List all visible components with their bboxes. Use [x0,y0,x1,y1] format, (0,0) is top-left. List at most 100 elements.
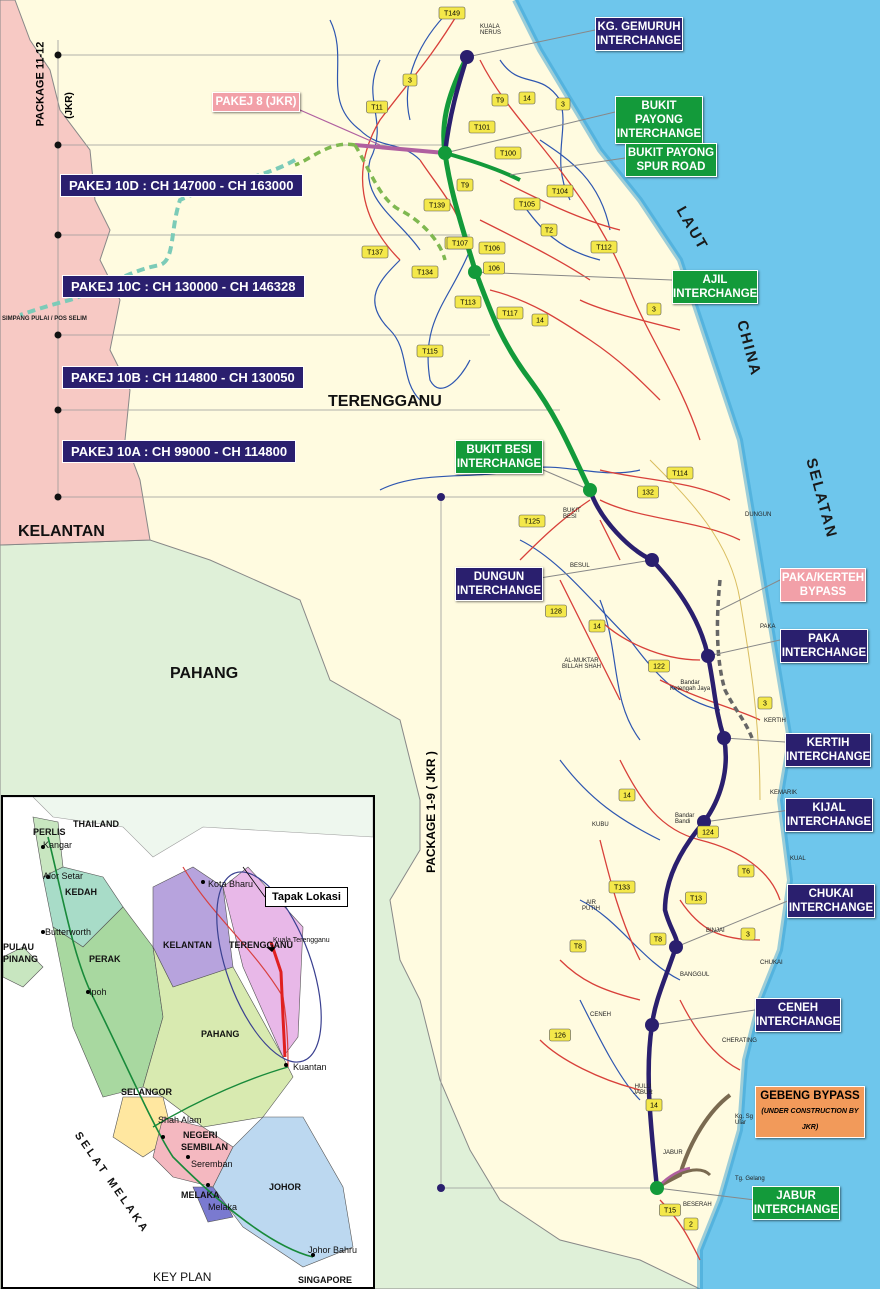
road-shield: 14 [618,788,636,802]
place-kubu: KUBU [592,822,609,828]
gebeng-bypass-title: GEBENG BYPASS [760,1090,860,1102]
kg-gemuruh-interchange: KG. GEMURUH INTERCHANGE [595,17,683,51]
road-shield: T104 [546,184,574,198]
road-shield: 106 [483,261,505,275]
road-shield: T139 [423,198,451,212]
road-shield: T100 [494,146,522,160]
place-ceneh: CENEH [590,1012,612,1018]
road-shield-label: T100 [500,151,516,158]
kp-melaka: MELAKA [181,1190,220,1200]
road-shield: T134 [411,265,439,279]
road-shield: T13 [685,891,707,905]
bukit-payong-spur-road: BUKIT PAYONG SPUR ROAD [625,143,717,177]
road-shield-label: 3 [561,102,565,109]
road-shield-label: T11 [371,105,383,112]
road-shield: T9 [456,178,474,192]
place-chukai: CHUKAI [760,960,783,966]
road-shield: 14 [645,1098,663,1112]
road-shield-label: T112 [596,245,612,252]
road-shield-label: T139 [429,203,445,210]
sea-area [515,0,880,1289]
kp-pinang: PINANG [3,954,39,964]
road-shield-label: 126 [554,1033,566,1040]
place-beserah: BESERAH [683,1202,712,1208]
place-kuala-nerus: KUALA NERUS [480,24,502,36]
road-shield: 124 [697,825,719,839]
road-shield-label: T6 [742,869,750,876]
road-shield: T115 [416,344,444,358]
kp-kangar: Kangar [43,840,73,850]
road-shield: 3 [740,927,756,941]
road-shield-label: T13 [690,896,702,903]
paka-interchange: PAKA INTERCHANGE [780,629,868,663]
road-shield: T15 [659,1203,681,1217]
key-plan-inset: THAILAND PERLIS Kangar Alor Setar KEDAH … [1,795,375,1289]
road-shield-label: T9 [461,183,469,190]
road-shield-label: T125 [524,519,540,526]
place-sg-ular: Kg. Sg Ular [735,1114,754,1126]
road-shield: 128 [545,604,567,618]
kp-butterworth: Butterworth [45,927,92,937]
green-dashed-route [294,142,447,261]
road-shield-label: T107 [452,241,468,248]
kp-thailand: THAILAND [73,819,119,829]
kp-perlis: PERLIS [33,827,66,837]
local-roads [361,9,781,1261]
key-plan-map [3,797,373,1287]
kp-negeri: NEGERI [183,1130,218,1140]
dungun-interchange: DUNGUN INTERCHANGE [455,567,543,601]
place-jabur: JABUR [663,1150,683,1156]
kp-perak: PERAK [89,954,121,964]
road-shield-label: T137 [367,250,383,257]
road-shield: T9 [491,93,509,107]
package-11-12-label: PACKAGE 11-12 [34,41,47,127]
road-shield-label: 3 [408,78,412,85]
kp-kuantan: Kuantan [293,1062,327,1072]
road-shield-label: T149 [444,11,460,18]
road-shield: T105 [513,197,541,211]
chukai-interchange: CHUKAI INTERCHANGE [787,884,875,918]
kp-ipoh: Ipoh [89,987,107,997]
road-shield-label: T105 [519,202,535,209]
road-shield: T149 [438,6,466,20]
road-shield-label: 2 [689,1222,693,1229]
gebeng-bypass: GEBENG BYPASS(UNDER CONSTRUCTION BY JKR) [755,1086,865,1138]
road-shield-label: 3 [746,932,750,939]
road-shield-label: T104 [552,189,568,196]
bukit-besi-interchange: BUKIT BESI INTERCHANGE [455,440,543,474]
kelantan-area [0,0,151,546]
kp-alor-setar: Alor Setar [43,871,84,881]
road-shield-label: 122 [653,664,665,671]
road-shield: T137 [361,245,389,259]
kp-sembilan: SEMBILAN [181,1142,228,1152]
place-paka: PAKA [760,624,776,630]
road-shield-label: T133 [614,885,630,892]
road-shield-label: T9 [496,98,504,105]
ceneh-interchange: CENEH INTERCHANGE [755,998,841,1032]
chainage-lines [55,40,655,1190]
road-shield: T2 [540,223,558,237]
road-shield: 3 [646,302,662,316]
road-shield: T11 [366,100,388,114]
road-shield: 126 [549,1028,571,1042]
road-shield-label: T114 [672,471,688,478]
road-shield-label: T15 [664,1208,676,1215]
rivers [329,9,721,1101]
road-shield-label: T115 [422,349,438,356]
road-shield: T8 [569,939,587,953]
package-10c: PAKEJ 10C : CH 130000 - CH 146328 [62,275,305,298]
place-bandar-bandi: Bandar Bandi [675,813,695,825]
kp-kedah: KEDAH [65,887,98,897]
pakej8-label: PAKEJ 8 (JKR) [212,92,300,112]
road-shield-label: T2 [545,228,553,235]
kp-kota-bharu: Kota Bharu [208,879,254,889]
road-shield-label: 14 [523,96,531,103]
package-10b: PAKEJ 10B : CH 114800 - CH 130050 [62,366,304,389]
kp-singapore: SINGAPORE [298,1275,353,1285]
pakej8-route [354,143,446,155]
place-kemarik: KEMARIK [770,790,798,796]
kp-shah-alam: Shah Alam [158,1115,202,1125]
road-shield-label: 14 [650,1103,658,1110]
road-shield-label: 128 [550,609,562,616]
road-shield: 14 [531,313,549,327]
